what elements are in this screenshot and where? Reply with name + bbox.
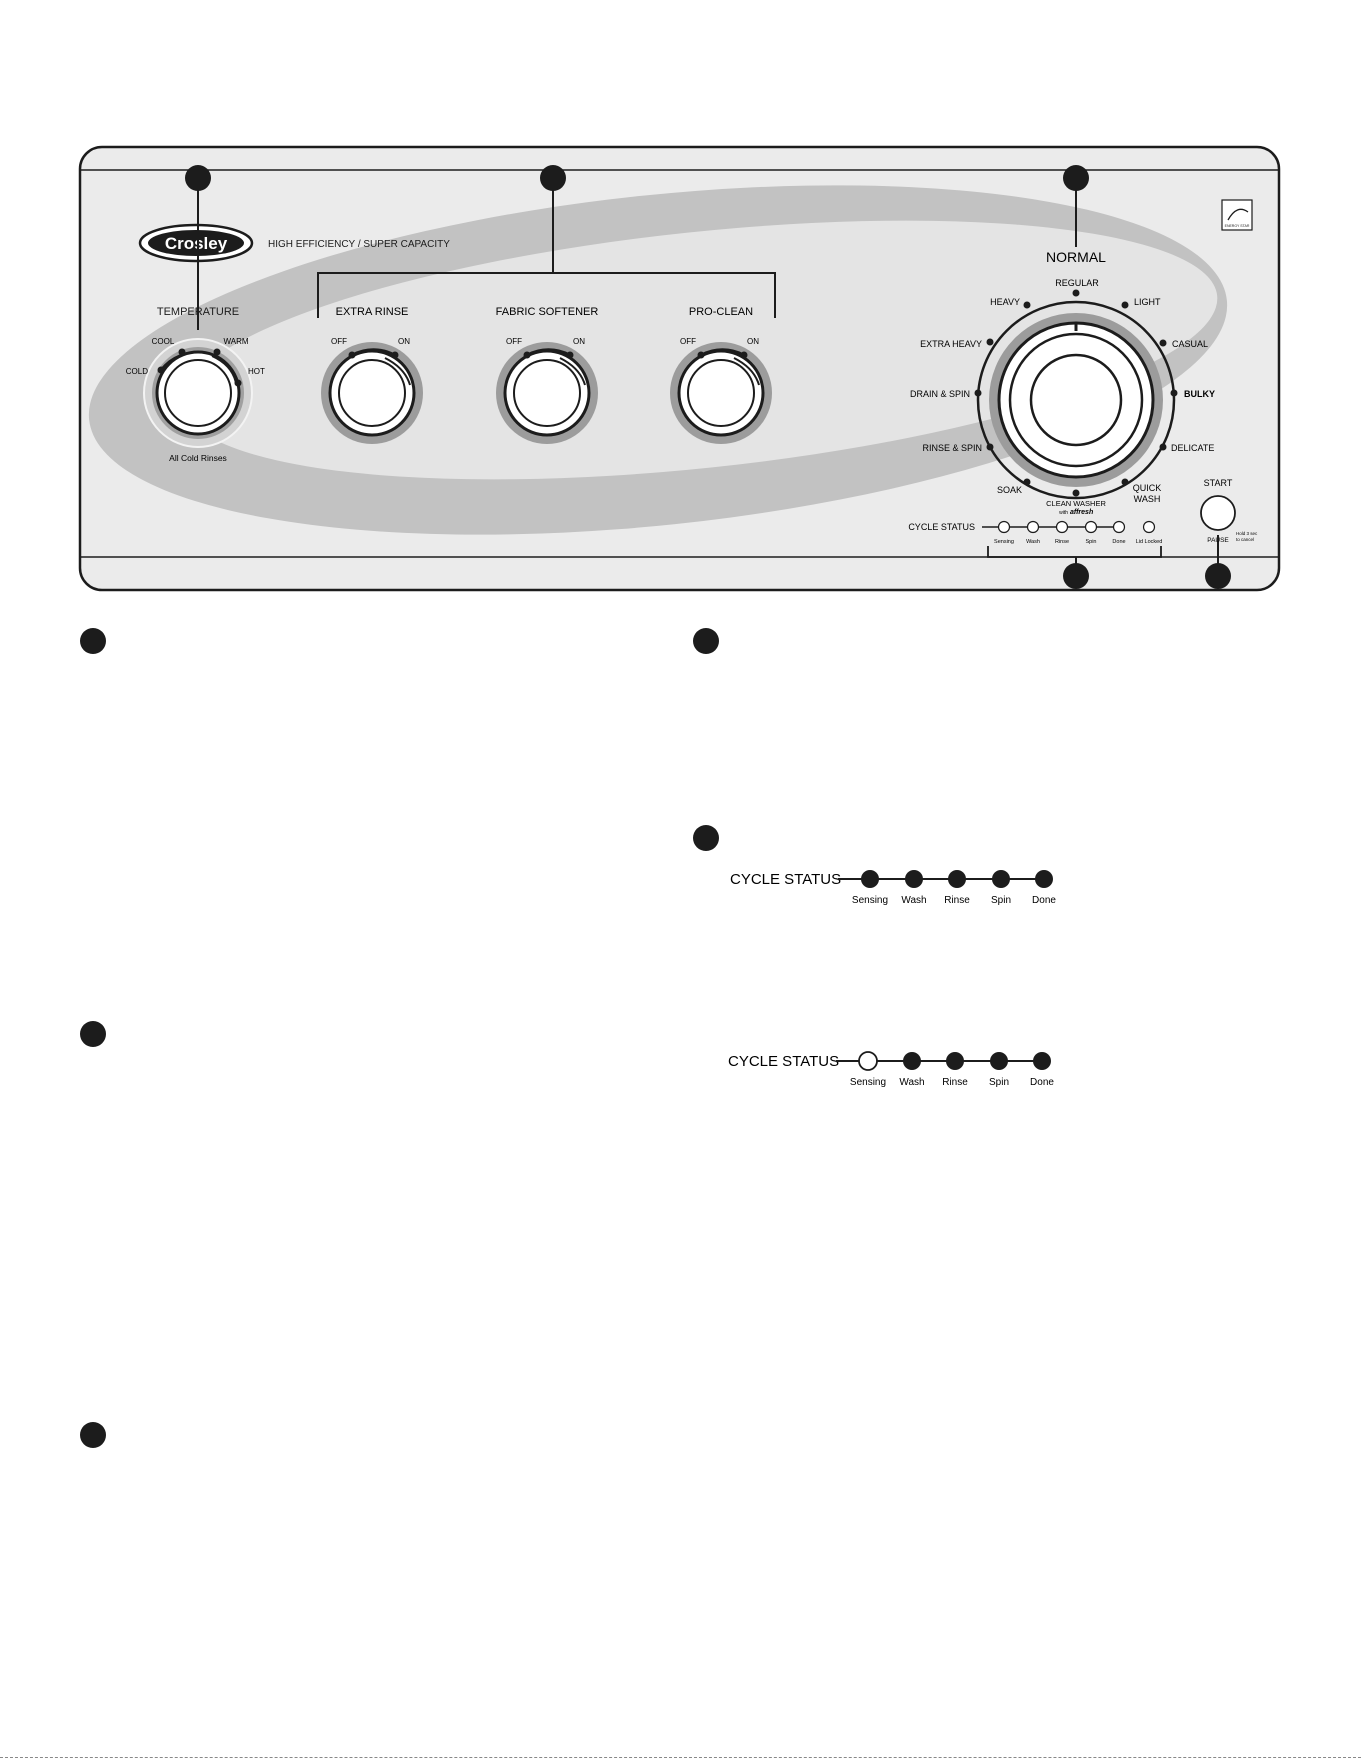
cycle-heavy: HEAVY (990, 297, 1020, 307)
fabric-softener-off: OFF (506, 337, 522, 346)
fabric-softener-on: ON (573, 337, 585, 346)
cycle-extra-heavy: EXTRA HEAVY (920, 339, 982, 349)
cycle-delicate: DELICATE (1171, 443, 1214, 453)
crosley-logo: Crosley (138, 223, 254, 263)
page-bottom-rule (0, 1757, 1361, 1758)
status-example-1-sensing: Sensing (852, 895, 888, 906)
washer-control-panel: Crosley HIGH EFFICIENCY / SUPER CAPACITY… (78, 145, 1281, 592)
status-example-1-done: Done (1032, 895, 1056, 906)
cycle-casual: CASUAL (1172, 339, 1208, 349)
start-label: START (1204, 478, 1233, 488)
cycle-clean-washer-with: with (1059, 510, 1068, 516)
panel-status-done: Done (1112, 539, 1125, 545)
callout-marker-start (1205, 563, 1231, 589)
panel-status-wash: Wash (1026, 539, 1040, 545)
status-example-all-lit: CYCLE STATUS Sensing Wash Rinse Spin Don… (730, 870, 1056, 906)
energy-star-icon: ENERGY STAR (1221, 199, 1253, 231)
options-bracket (317, 272, 776, 318)
temp-footer: All Cold Rinses (169, 453, 227, 463)
section-marker-3 (80, 1422, 106, 1448)
temp-cold: COLD (126, 367, 148, 376)
panel-cycle-status: CYCLE STATUS Sensing Wash Rinse Spin Don… (908, 520, 1163, 545)
extra-rinse-title: EXTRA RINSE (336, 306, 409, 318)
panel-status-spin: Spin (1085, 539, 1096, 545)
cycle-header: NORMAL (1046, 249, 1106, 265)
start-pause-button[interactable]: START PAUSE Hold 3 sec to cancel (1200, 478, 1258, 544)
hold-note-line1: Hold 3 sec (1236, 531, 1258, 536)
pro-clean-on: ON (747, 337, 759, 346)
cycle-regular: REGULAR (1055, 278, 1099, 288)
panel-status-sensing: Sensing (994, 539, 1014, 545)
panel-status-rinse: Rinse (1055, 539, 1069, 545)
cycle-quick-wash-line2: WASH (1134, 494, 1161, 504)
cycle-light: LIGHT (1134, 297, 1161, 307)
cycle-selector-dial[interactable]: NORMAL REGULAR HEAVY LIGHT EXTRA HEAVY C… (910, 249, 1215, 516)
section-marker-1 (80, 628, 106, 654)
fabric-softener-knob[interactable]: FABRIC SOFTENER OFF ON (496, 306, 599, 444)
status-example-2-done: Done (1030, 1077, 1054, 1088)
status-example-1-rinse: Rinse (944, 895, 970, 906)
brand-name: Crosley (165, 234, 228, 253)
cycle-clean-washer: CLEAN WASHER (1046, 499, 1106, 508)
status-example-1-wash: Wash (901, 895, 926, 906)
cycle-bulky: BULKY (1184, 389, 1215, 399)
status-example-sensing-off: CYCLE STATUS Sensing Wash Rinse Spin Don… (728, 1051, 1054, 1088)
cycle-rinse-spin: RINSE & SPIN (922, 443, 982, 453)
temp-warm: WARM (223, 337, 248, 346)
status-example-1-spin: Spin (991, 895, 1011, 906)
temp-cool: COOL (152, 337, 175, 346)
cycle-drain-spin: DRAIN & SPIN (910, 389, 970, 399)
status-example-1-label: CYCLE STATUS (730, 871, 841, 888)
section-marker-2 (80, 1021, 106, 1047)
callout-marker-status (1063, 563, 1089, 589)
status-example-2-label: CYCLE STATUS (728, 1053, 839, 1070)
cycle-clean-washer-brand: affresh (1070, 509, 1093, 516)
extra-rinse-on: ON (398, 337, 410, 346)
callout-marker-temperature (185, 165, 211, 191)
status-example-2-rinse: Rinse (942, 1077, 968, 1088)
fabric-softener-title: FABRIC SOFTENER (496, 306, 599, 318)
pause-label: PAUSE (1207, 537, 1229, 544)
extra-rinse-knob[interactable]: EXTRA RINSE OFF ON (321, 306, 423, 444)
status-example-2-sensing: Sensing (850, 1077, 886, 1088)
status-example-2-spin: Spin (989, 1077, 1009, 1088)
svg-text:ENERGY STAR: ENERGY STAR (1225, 224, 1250, 228)
callout-marker-options (540, 165, 566, 191)
temperature-title: TEMPERATURE (157, 306, 239, 318)
cycle-soak: SOAK (997, 485, 1022, 495)
hold-note-line2: to cancel (1236, 537, 1254, 542)
panel-cycle-status-label: CYCLE STATUS (908, 522, 975, 532)
status-example-2-wash: Wash (899, 1077, 924, 1088)
status-bracket (987, 546, 1162, 558)
cycle-quick-wash-line1: QUICK (1133, 483, 1162, 493)
section-marker-5 (693, 825, 719, 851)
section-marker-4 (693, 628, 719, 654)
pro-clean-knob[interactable]: PRO-CLEAN OFF ON (670, 306, 772, 444)
tagline: HIGH EFFICIENCY / SUPER CAPACITY (268, 239, 450, 250)
pro-clean-title: PRO-CLEAN (689, 306, 753, 318)
panel-status-lid-locked: Lid Locked (1136, 539, 1163, 545)
pro-clean-off: OFF (680, 337, 696, 346)
temp-hot: HOT (248, 367, 265, 376)
callout-marker-cycle (1063, 165, 1089, 191)
extra-rinse-off: OFF (331, 337, 347, 346)
temperature-knob[interactable]: TEMPERATURE COLD COOL WARM HOT All Cold … (126, 306, 265, 463)
